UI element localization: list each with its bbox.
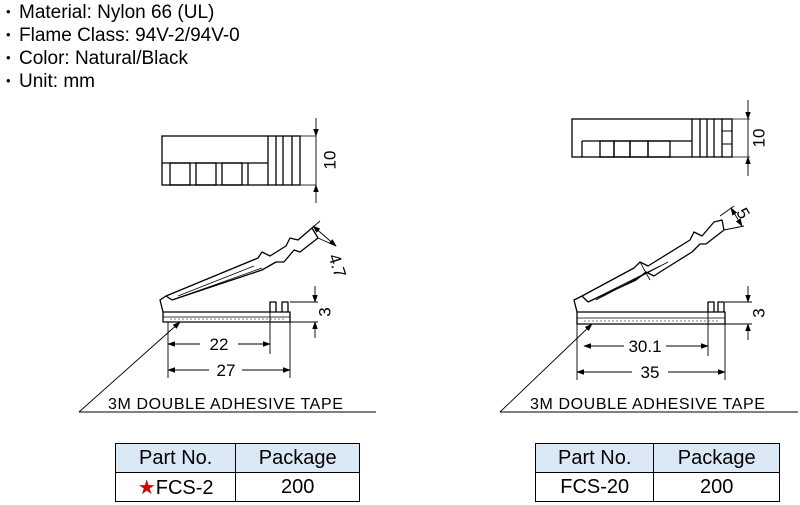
right-header-part-no: Part No. (534, 443, 655, 473)
right-height-label: 10 (749, 129, 768, 148)
left-side-height-label: 3 (315, 307, 334, 316)
right-tilt-label: 5 (732, 205, 753, 223)
right-tape-leader (499, 323, 798, 413)
left-width-dimensions (167, 312, 291, 378)
left-side-height-dimension (290, 286, 318, 338)
spec-unit: Unit: mm (6, 69, 240, 92)
left-part-no-cell: ★FCS-2 (114, 472, 237, 502)
right-width-dimensions (576, 312, 726, 380)
spec-list: Material: Nylon 66 (UL) Flame Class: 94V… (6, 0, 240, 92)
left-inner-width-label: 22 (210, 335, 229, 354)
left-package: 200 (235, 472, 360, 502)
right-inner-width-label: 30.1 (628, 337, 661, 356)
left-tilt-label: 4.7 (324, 252, 349, 280)
spec-material: Material: Nylon 66 (UL) (6, 0, 240, 23)
right-side-height-label: 3 (749, 308, 768, 317)
left-part-no: FCS-2 (155, 476, 214, 499)
left-outer-width-label: 27 (217, 361, 236, 380)
left-side-view (159, 227, 319, 323)
left-tape-label: 3M DOUBLE ADHESIVE TAPE (108, 396, 344, 413)
left-parts-table: Part No. Package ★FCS-2 200 (114, 443, 360, 502)
left-header-package: Package (235, 443, 360, 473)
left-tape-leader (78, 321, 376, 413)
right-tilt-dimension (719, 205, 745, 231)
right-parts-table: Part No. Package FCS-20 200 (534, 443, 780, 502)
right-package: 200 (653, 472, 780, 502)
spec-color: Color: Natural/Black (6, 46, 240, 69)
right-top-view (571, 118, 750, 158)
spec-flame-class: Flame Class: 94V-2/94V-0 (6, 23, 240, 46)
star-icon: ★ (137, 476, 156, 499)
left-tilt-dimension (311, 220, 337, 247)
right-header-package: Package (653, 443, 780, 473)
left-top-view (161, 135, 316, 186)
right-outer-width-label: 35 (641, 363, 660, 382)
right-tape-label: 3M DOUBLE ADHESIVE TAPE (530, 396, 766, 413)
left-height-label: 10 (320, 151, 339, 170)
right-side-height-dimension (725, 286, 752, 340)
left-header-part-no: Part No. (114, 443, 237, 473)
right-part-no: FCS-20 (534, 472, 655, 502)
right-side-view (573, 219, 726, 325)
